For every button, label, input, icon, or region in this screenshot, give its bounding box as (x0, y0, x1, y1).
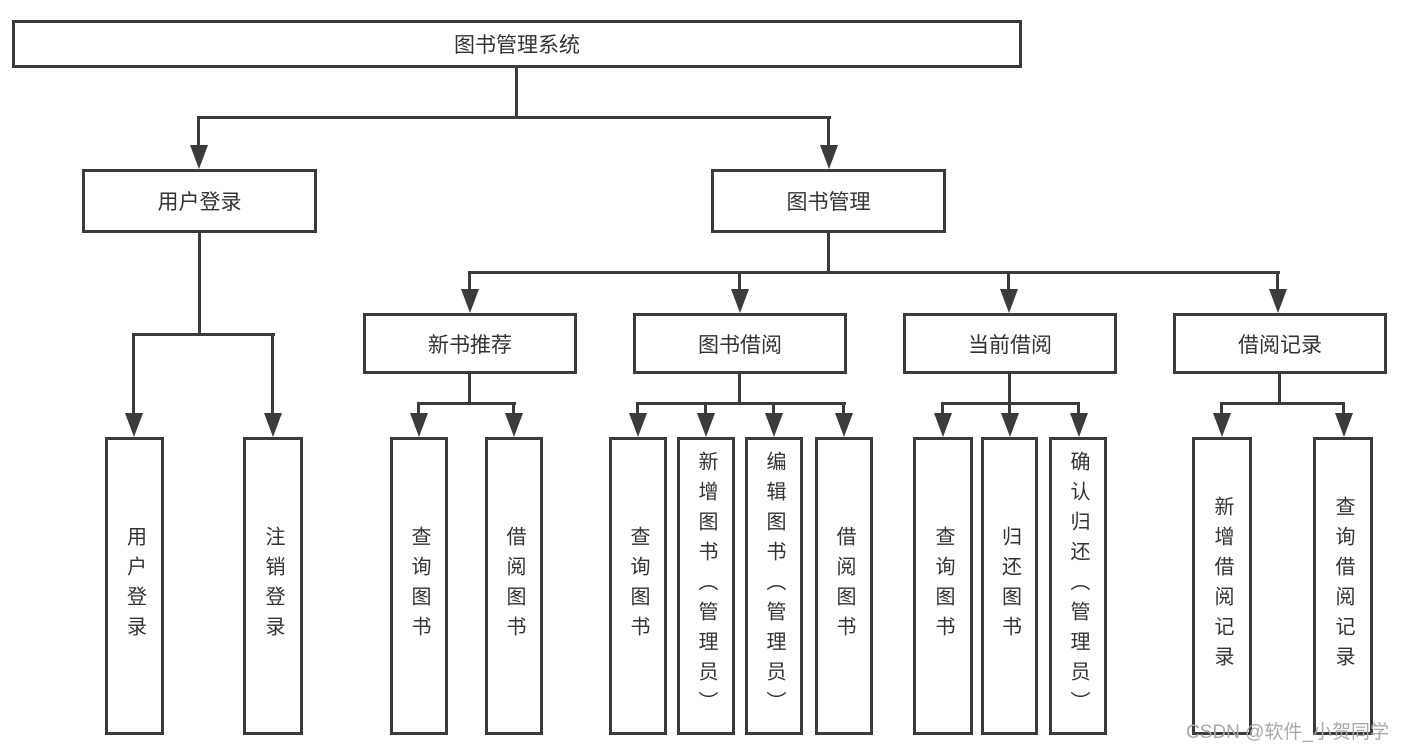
arrow-down-icon (1070, 413, 1088, 437)
leaf-label: 用户登录 (123, 526, 146, 646)
leaf-label: 查询图书 (408, 526, 430, 646)
leaf-label: 确认归还（管理员） (1067, 451, 1089, 721)
leaf-label: 查询图书 (932, 526, 954, 646)
arrow-down-icon (1001, 413, 1019, 437)
node-label: 新书推荐 (428, 333, 512, 357)
leaf-user-login: 用户登录 (105, 437, 164, 735)
connector-line (1007, 271, 1010, 291)
connector-line (827, 233, 830, 274)
connector-line (636, 402, 846, 405)
arrow-down-icon (1335, 413, 1353, 437)
leaf-label: 新增借阅记录 (1211, 496, 1233, 676)
leaf-label: 查询借阅记录 (1332, 496, 1354, 676)
connector-line (271, 333, 274, 415)
connector-line (1220, 402, 1345, 405)
leaf-label: 归还图书 (998, 526, 1021, 646)
leaf-edit-books-admin: 编辑图书（管理员） (745, 437, 803, 735)
leaf-logout: 注销登录 (243, 437, 303, 735)
connector-line (941, 402, 944, 415)
arrow-down-icon (190, 145, 208, 169)
connector-line (198, 116, 831, 119)
node-borrowing-records: 借阅记录 (1173, 313, 1387, 374)
connector-line (515, 68, 518, 119)
leaf-label: 查询图书 (627, 526, 649, 646)
leaf-add-books-admin: 新增图书（管理员） (677, 437, 735, 735)
leaf-add-borrow-record: 新增借阅记录 (1192, 437, 1252, 735)
connector-line (636, 402, 639, 415)
arrow-down-icon (410, 413, 428, 437)
arrow-down-icon (264, 413, 282, 437)
leaf-query-borrow-record: 查询借阅记录 (1313, 437, 1373, 735)
node-book-borrowing: 图书借阅 (633, 313, 847, 374)
node-new-book-recommendation: 新书推荐 (363, 313, 577, 374)
arrow-down-icon (765, 413, 783, 437)
connector-line (417, 402, 516, 405)
arrow-down-icon (1000, 289, 1018, 313)
connector-line (132, 333, 275, 336)
connector-line (468, 271, 1280, 274)
connector-line (1008, 402, 1011, 415)
node-user-login: 用户登录 (82, 169, 317, 233)
leaf-label: 借阅图书 (503, 526, 525, 646)
leaf-label: 注销登录 (262, 526, 284, 646)
node-label: 当前借阅 (968, 333, 1052, 357)
watermark: CSDN @软件_小贺同学 (1186, 722, 1389, 743)
leaf-borrow-books: 借阅图书 (815, 437, 873, 735)
arrow-down-icon (461, 289, 479, 313)
connector-line (1008, 374, 1011, 405)
arrow-down-icon (1269, 289, 1287, 313)
node-label: 图书管理 (786, 191, 871, 214)
leaf-query-books-recommend: 查询图书 (390, 437, 448, 735)
connector-line (468, 271, 471, 291)
leaf-confirm-return-admin: 确认归还（管理员） (1049, 437, 1107, 735)
connector-line (1276, 271, 1279, 291)
connector-line (132, 333, 135, 415)
arrow-down-icon (820, 145, 838, 169)
connector-line (827, 116, 830, 147)
connector-line (738, 374, 741, 405)
connector-line (468, 374, 471, 405)
connector-line (704, 402, 707, 415)
connector-line (1278, 374, 1281, 405)
arrow-down-icon (505, 413, 523, 437)
connector-line (198, 233, 201, 336)
node-library-system: 图书管理系统 (12, 20, 1022, 68)
arrow-down-icon (1213, 413, 1231, 437)
connector-line (772, 402, 775, 415)
connector-line (1220, 402, 1223, 415)
node-label: 借阅记录 (1238, 333, 1322, 357)
leaf-label: 借阅图书 (833, 526, 855, 646)
leaf-label: 新增图书（管理员） (695, 451, 717, 721)
arrow-down-icon (934, 413, 952, 437)
node-current-borrowing: 当前借阅 (903, 313, 1117, 374)
node-label: 图书借阅 (698, 333, 782, 357)
node-label: 图书管理系统 (454, 34, 580, 57)
connector-line (1342, 402, 1345, 415)
connector-line (417, 402, 420, 415)
connector-line (512, 402, 515, 415)
arrow-down-icon (731, 289, 749, 313)
leaf-query-books-current: 查询图书 (913, 437, 973, 735)
node-book-management: 图书管理 (711, 169, 946, 233)
leaf-query-books-borrowing: 查询图书 (609, 437, 667, 735)
arrow-down-icon (629, 413, 647, 437)
leaf-return-books: 归还图书 (981, 437, 1038, 735)
connector-line (1077, 402, 1080, 415)
leaf-label: 编辑图书（管理员） (763, 451, 785, 721)
arrow-down-icon (835, 413, 853, 437)
connector-line (738, 271, 741, 291)
connector-line (842, 402, 845, 415)
leaf-borrow-books-recommend: 借阅图书 (485, 437, 543, 735)
node-label: 用户登录 (157, 191, 242, 214)
arrow-down-icon (697, 413, 715, 437)
arrow-down-icon (125, 413, 143, 437)
connector-line (197, 116, 200, 147)
